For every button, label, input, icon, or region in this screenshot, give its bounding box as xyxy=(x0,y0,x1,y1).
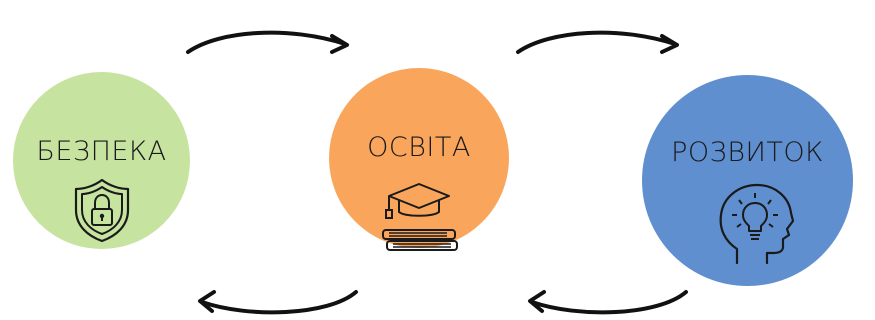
arrow-safety-to-education xyxy=(186,30,349,54)
node-safety: БЕЗПЕКА xyxy=(13,72,190,249)
node-education: ОСВІТА xyxy=(329,68,509,251)
node-safety-label: БЕЗПЕКА xyxy=(36,136,167,167)
arrow-education-to-development xyxy=(516,30,679,54)
node-education-label: ОСВІТА xyxy=(367,132,471,163)
arrow-education-to-safety xyxy=(198,290,358,315)
head-lightbulb-icon xyxy=(719,183,795,265)
node-development: РОЗВИТОК xyxy=(642,75,853,286)
graduation-cap-books-icon xyxy=(382,183,458,251)
arrow-development-to-education xyxy=(528,290,688,315)
node-development-label: РОЗВИТОК xyxy=(671,137,824,168)
shield-lock-icon xyxy=(74,178,129,243)
